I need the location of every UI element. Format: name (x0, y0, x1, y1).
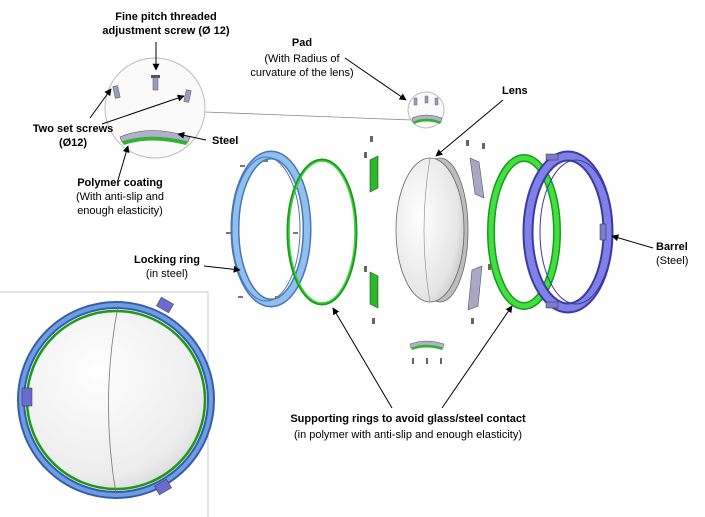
leader-arrows (89, 42, 654, 409)
polymer-coating-title: Polymer coating (77, 177, 163, 189)
set-screws-label-line2: (Ø12) (58, 137, 88, 149)
polymer-coating-sub2: enough elasticity) (77, 205, 163, 217)
barrel-sub: (Steel) (656, 255, 689, 267)
right-pads (466, 140, 491, 324)
lens-label: Lens (502, 85, 528, 97)
supporting-rings-title: Supporting rings to avoid glass/steel co… (290, 413, 526, 425)
supporting-rings-sub: (in polymer with anti-slip and enough el… (293, 429, 523, 441)
locking-ring-title: Locking ring (134, 254, 200, 266)
screw-detail-zoom (104, 57, 206, 159)
bottom-pad (409, 340, 445, 364)
set-screws-label-line1: Two set screws (32, 123, 114, 135)
supporting-ring-right (487, 154, 561, 310)
screw-title-line1: Fine pitch threaded (115, 11, 217, 23)
assembled-view-inset (0, 291, 215, 517)
steel-label: Steel (212, 135, 239, 147)
supporting-ring-left (286, 158, 358, 306)
pad-title: Pad (291, 37, 313, 49)
locking-ring-sub: (in steel) (145, 268, 189, 280)
screw-title-line2: adjustment screw (Ø 12) (102, 25, 230, 37)
pad-detail-zoom (407, 91, 445, 129)
left-pads (364, 136, 379, 324)
lens (395, 157, 469, 303)
pad-sub2: curvature of the lens) (250, 67, 354, 79)
barrel (522, 150, 614, 314)
locking-ring-screws (226, 160, 298, 298)
polymer-coating-sub1: (With anti-slip and (75, 191, 165, 203)
locking-ring (230, 150, 312, 308)
pad-sub1: (With Radius of (264, 53, 340, 65)
barrel-title: Barrel (656, 241, 688, 253)
